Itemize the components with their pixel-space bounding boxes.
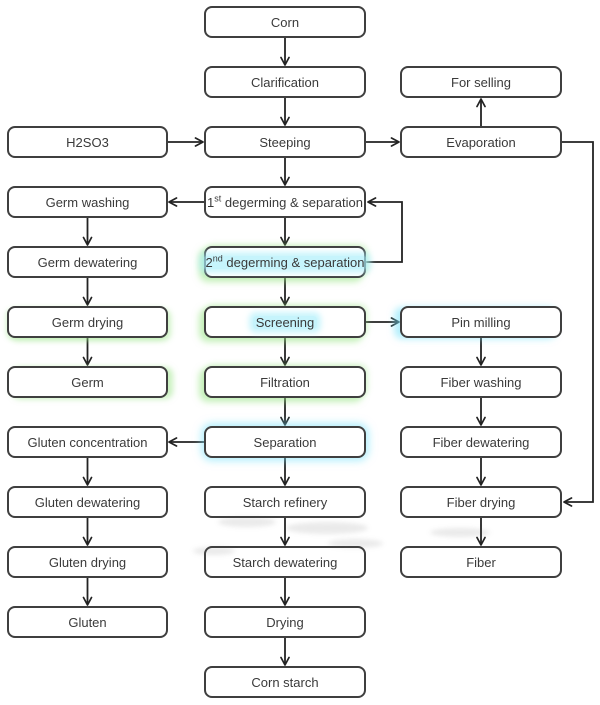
- flow-node-label-screening: Screening: [252, 315, 318, 329]
- flow-node-label-corn: Corn: [270, 14, 300, 30]
- flow-node-gluten-dewatering: Gluten dewatering: [7, 486, 168, 518]
- flow-node-germ-washing: Germ washing: [7, 186, 168, 218]
- flow-node-label-starch-dewatering: Starch dewatering: [232, 554, 338, 570]
- flow-node-degerming-1: 1st degerming & separation: [204, 186, 366, 218]
- flow-node-fiber-drying: Fiber drying: [400, 486, 562, 518]
- flow-node-label-germ-washing: Germ washing: [45, 194, 130, 210]
- flow-node-corn: Corn: [204, 6, 366, 38]
- flow-node-label-drying: Drying: [266, 614, 304, 630]
- flow-node-label-filtration: Filtration: [260, 374, 310, 390]
- flow-node-for-selling: For selling: [400, 66, 562, 98]
- watermark-smudge-artifact: [430, 528, 490, 537]
- flow-edge-degerming-2-to-degerming-1: [366, 197, 403, 263]
- watermark-smudge-artifact: [193, 547, 235, 555]
- flow-node-starch-refinery: Starch refinery: [204, 486, 366, 518]
- flow-node-label-clarification: Clarification: [251, 74, 319, 90]
- flow-node-label-germ: Germ: [71, 374, 104, 390]
- flow-node-germ-dewatering: Germ dewatering: [7, 246, 168, 278]
- flow-node-filtration: Filtration: [204, 366, 366, 398]
- flow-node-steeping: Steeping: [204, 126, 366, 158]
- flow-node-gluten-concentration: Gluten concentration: [7, 426, 168, 458]
- flow-node-h2so3: H2SO3: [7, 126, 168, 158]
- flow-node-label-corn-starch: Corn starch: [251, 674, 319, 690]
- flow-node-label-h2so3: H2SO3: [66, 134, 109, 150]
- flow-node-label-gluten-drying: Gluten drying: [48, 554, 127, 570]
- flow-node-label-for-selling: For selling: [451, 74, 511, 90]
- flow-node-screening: Screening: [204, 306, 366, 338]
- flow-node-fiber-dewatering: Fiber dewatering: [400, 426, 562, 458]
- watermark-smudge-artifact: [218, 517, 276, 527]
- flow-node-label-degerming-1: 1st degerming & separation: [207, 193, 363, 210]
- flow-node-label-fiber-washing: Fiber washing: [440, 374, 522, 390]
- flow-node-fiber-washing: Fiber washing: [400, 366, 562, 398]
- watermark-smudge-artifact: [328, 539, 383, 548]
- flow-node-label-separation: Separation: [253, 434, 317, 450]
- flow-node-starch-dewatering: Starch dewatering: [204, 546, 366, 578]
- flow-node-separation: Separation: [204, 426, 366, 458]
- flow-node-label-gluten-dewatering: Gluten dewatering: [34, 494, 141, 510]
- flow-node-label-degerming-2: 2nd degerming & separation: [202, 254, 368, 269]
- flow-node-gluten: Gluten: [7, 606, 168, 638]
- flow-node-drying: Drying: [204, 606, 366, 638]
- flow-node-pin-milling: Pin milling: [400, 306, 562, 338]
- flow-node-gluten-drying: Gluten drying: [7, 546, 168, 578]
- flow-node-label-fiber-dewatering: Fiber dewatering: [432, 434, 530, 450]
- flow-node-label-gluten: Gluten: [68, 614, 107, 630]
- flow-node-corn-starch: Corn starch: [204, 666, 366, 698]
- watermark-smudge-artifact: [286, 522, 368, 534]
- flow-node-degerming-2: 2nd degerming & separation: [202, 246, 368, 278]
- flow-node-label-pin-milling: Pin milling: [451, 314, 511, 330]
- flow-node-evaporation: Evaporation: [400, 126, 562, 158]
- flow-node-label-germ-drying: Germ drying: [51, 314, 124, 330]
- flow-node-clarification: Clarification: [204, 66, 366, 98]
- flow-edge-evaporation-to-fiber-drying: [562, 141, 594, 507]
- flow-node-label-evaporation: Evaporation: [446, 134, 516, 150]
- flow-node-fiber: Fiber: [400, 546, 562, 578]
- flow-node-label-fiber-drying: Fiber drying: [446, 494, 516, 510]
- flow-node-label-germ-dewatering: Germ dewatering: [37, 254, 138, 270]
- flow-node-label-steeping: Steeping: [259, 134, 311, 150]
- flow-node-germ-drying: Germ drying: [7, 306, 168, 338]
- flow-node-label-gluten-concentration: Gluten concentration: [27, 434, 148, 450]
- flow-node-label-starch-refinery: Starch refinery: [242, 494, 328, 510]
- flow-node-label-fiber: Fiber: [466, 554, 496, 570]
- flow-node-germ: Germ: [7, 366, 168, 398]
